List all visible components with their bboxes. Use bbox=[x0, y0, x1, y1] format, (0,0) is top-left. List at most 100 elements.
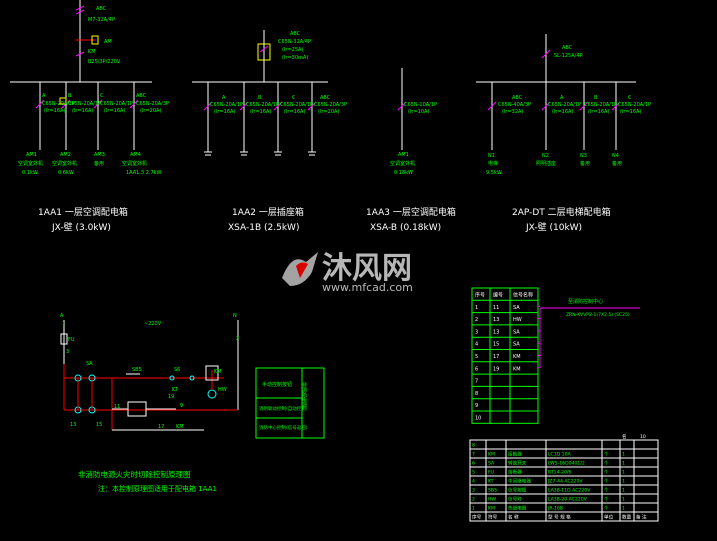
terminal-cell: 7 bbox=[475, 379, 478, 385]
equipment-cell: 个 bbox=[604, 506, 609, 512]
equipment-footer-cell: 单位 bbox=[604, 514, 614, 521]
equipment-cell: 1 bbox=[622, 452, 625, 458]
ctrl-neutral: N bbox=[233, 313, 237, 319]
p4-b1-rating: (Ir=32A) bbox=[502, 109, 523, 115]
equipment-cell: LA38-20 AC220V bbox=[548, 497, 588, 503]
ctrl-n15: 15 bbox=[96, 422, 102, 428]
watermark: 沐风网 www.mfcad.com bbox=[282, 251, 413, 294]
p4-incomer-top: ABC bbox=[562, 45, 573, 51]
ctrl-km: KM bbox=[214, 369, 222, 375]
p1-b4-phase: ABC bbox=[136, 93, 147, 99]
p3-b1-rating: (Ir=10A) bbox=[408, 109, 429, 115]
equipment-footer-cell: 符号 bbox=[488, 514, 498, 521]
terminal-cell: 9 bbox=[475, 403, 478, 409]
legend-row2: 消防中心控制(信号返回) bbox=[259, 424, 308, 431]
equipment-cell: 1 bbox=[622, 461, 625, 467]
equipment-cell: LC1D 10A bbox=[548, 452, 572, 458]
watermark-url: www.mfcad.com bbox=[322, 281, 413, 294]
control-note: 注：本控制原理图适用于配电箱 1AA1 bbox=[98, 484, 217, 493]
p2-b3-rating: (Ir=16A) bbox=[284, 109, 305, 115]
p4-b4-rating: (Ir=16A) bbox=[620, 109, 641, 115]
p4-b3-rating: (Ir=16A) bbox=[588, 109, 609, 115]
equipment-cell: 1 bbox=[622, 488, 625, 494]
equipment-cell: 8 bbox=[472, 443, 475, 449]
ctrl-n13: 13 bbox=[70, 422, 76, 428]
p4-b4-phase: C bbox=[628, 95, 632, 101]
p3-subtitle: XSA-B (0.18kW) bbox=[370, 223, 441, 233]
p2-b2-spec: C65N-20A/1P bbox=[246, 102, 279, 108]
p4-b2-load: 照明插座 bbox=[536, 160, 556, 167]
p4-b2-phase: A bbox=[560, 95, 564, 101]
terminal-cell: 13 bbox=[493, 329, 499, 335]
p1-b2-spec: C65N-20A/1P bbox=[68, 101, 101, 107]
p2-subtitle: XSA-1B (2.5kW) bbox=[228, 223, 299, 233]
p4-b3-circuit: N3 bbox=[580, 153, 587, 159]
p1-b2-load: 空调室外机 bbox=[52, 160, 77, 167]
equipment-footer-cell: 型 号 规 格 bbox=[548, 514, 571, 521]
panel-1aa1-labels: ABC M7-32A/4P AM KM B25/3P/220V A C65N-2… bbox=[18, 6, 169, 176]
equipment-cell: LW5-16D0401/2 bbox=[548, 461, 585, 467]
terminal-cell: 1 bbox=[475, 305, 478, 311]
p1-b1-spec: C65N-20A/1P bbox=[42, 101, 75, 107]
terminal-cell: 4 bbox=[475, 342, 478, 348]
p4-b1-power: 9.5kW bbox=[486, 170, 502, 176]
ctrl-sb5: SB5 bbox=[132, 367, 142, 373]
terminal-cell: 5 bbox=[475, 354, 478, 360]
p4-b1-spec: C65N-40A/3P bbox=[498, 102, 531, 108]
ctrl-n2: 2 bbox=[236, 336, 239, 342]
terminal-cable: ZRN-KVVP2-1(7X2.5) (SC25) bbox=[566, 312, 630, 318]
equipment-cell: 6 bbox=[472, 461, 475, 467]
equipment-footer-cell: 数量 bbox=[622, 514, 632, 521]
panel-2ap-dt bbox=[476, 34, 636, 150]
equipment-cell: 1 bbox=[622, 497, 625, 503]
panel-2ap-dt-labels: ABC SL-125A/4P ABC C65N-40A/3P (Ir=32A) … bbox=[486, 45, 651, 176]
panel-1aa1 bbox=[10, 0, 152, 150]
p4-b2-rating: (Ir=16A) bbox=[552, 109, 573, 115]
p1-incomer-spec: M7-32A/4P bbox=[88, 17, 115, 23]
p2-b4-rating: (Ir=20A) bbox=[318, 109, 339, 115]
p4-b3-phase: B bbox=[594, 95, 598, 101]
equipment-cell: FU bbox=[488, 470, 494, 476]
p2-b3-spec: C65N-20A/1P bbox=[280, 102, 313, 108]
ctrl-n1: 1 bbox=[62, 321, 65, 327]
panel-1aa2-labels: ABC C65N-32A/4P (Ir=25A) (Ir=30mA) A C65… bbox=[210, 31, 347, 115]
equipment-cell: JR-16B bbox=[547, 506, 563, 512]
p1-b1-load: 空调室外机 bbox=[18, 160, 43, 167]
ctrl-voltage: ~220V bbox=[144, 321, 162, 327]
p4-b1-circuit: N1 bbox=[488, 153, 495, 159]
equipment-cell: RT14-20/6 bbox=[548, 470, 572, 476]
terminal-cell: 6 bbox=[475, 366, 478, 372]
terminal-cell: 17 bbox=[493, 354, 499, 360]
p3-title: 1AA3 一层空调配电箱 bbox=[366, 206, 456, 218]
p2-title: 1AA2 一层插座箱 bbox=[232, 206, 304, 218]
terminal-cell: 15 bbox=[493, 342, 499, 348]
p2-incomer-rcd: (Ir=30mA) bbox=[282, 55, 308, 61]
equipment-cell: KM bbox=[488, 452, 495, 458]
terminal-cell: 11 bbox=[493, 305, 499, 311]
terminal-cell: 19 bbox=[493, 366, 499, 372]
equipment-cell: 个 bbox=[604, 470, 609, 476]
p4-b3-load: 备用 bbox=[580, 160, 590, 167]
panel-1aa2 bbox=[192, 30, 328, 156]
equipment-cell: 中间继电器 bbox=[508, 478, 531, 485]
legend-side: 非消防电源 bbox=[301, 381, 307, 408]
equipment-cell: 5 bbox=[472, 470, 475, 476]
control-legend: 手动控制按钮 消防联动控制(自动控制) 消防中心控制(信号返回) 非消防电源 bbox=[255, 367, 325, 439]
p4-b1-phase: ABC bbox=[512, 95, 523, 101]
p2-b1-spec: C65N-20A/1P bbox=[210, 102, 243, 108]
p1-km-spec: B25/3P/220V bbox=[88, 59, 121, 65]
equipment-cell: KT bbox=[488, 479, 494, 485]
p2-incomer-top: ABC bbox=[290, 31, 301, 37]
terminal-cell: SA bbox=[513, 329, 520, 335]
equipment-cell: 1 bbox=[622, 506, 625, 512]
p3-b1-power: 0.18kW bbox=[394, 170, 413, 176]
p4-b2-spec: C65N-20A/1P bbox=[548, 102, 581, 108]
equipment-cell: 2 bbox=[472, 497, 475, 503]
p1-incomer-top: ABC bbox=[96, 6, 107, 12]
p1-km-label: KM bbox=[88, 49, 96, 55]
p1-b4-power: 1AA1.3 2.7kW bbox=[126, 170, 162, 176]
p1-b2-power: 0.6kW bbox=[58, 170, 74, 176]
equipment-cell: 转换开关 bbox=[508, 460, 527, 467]
